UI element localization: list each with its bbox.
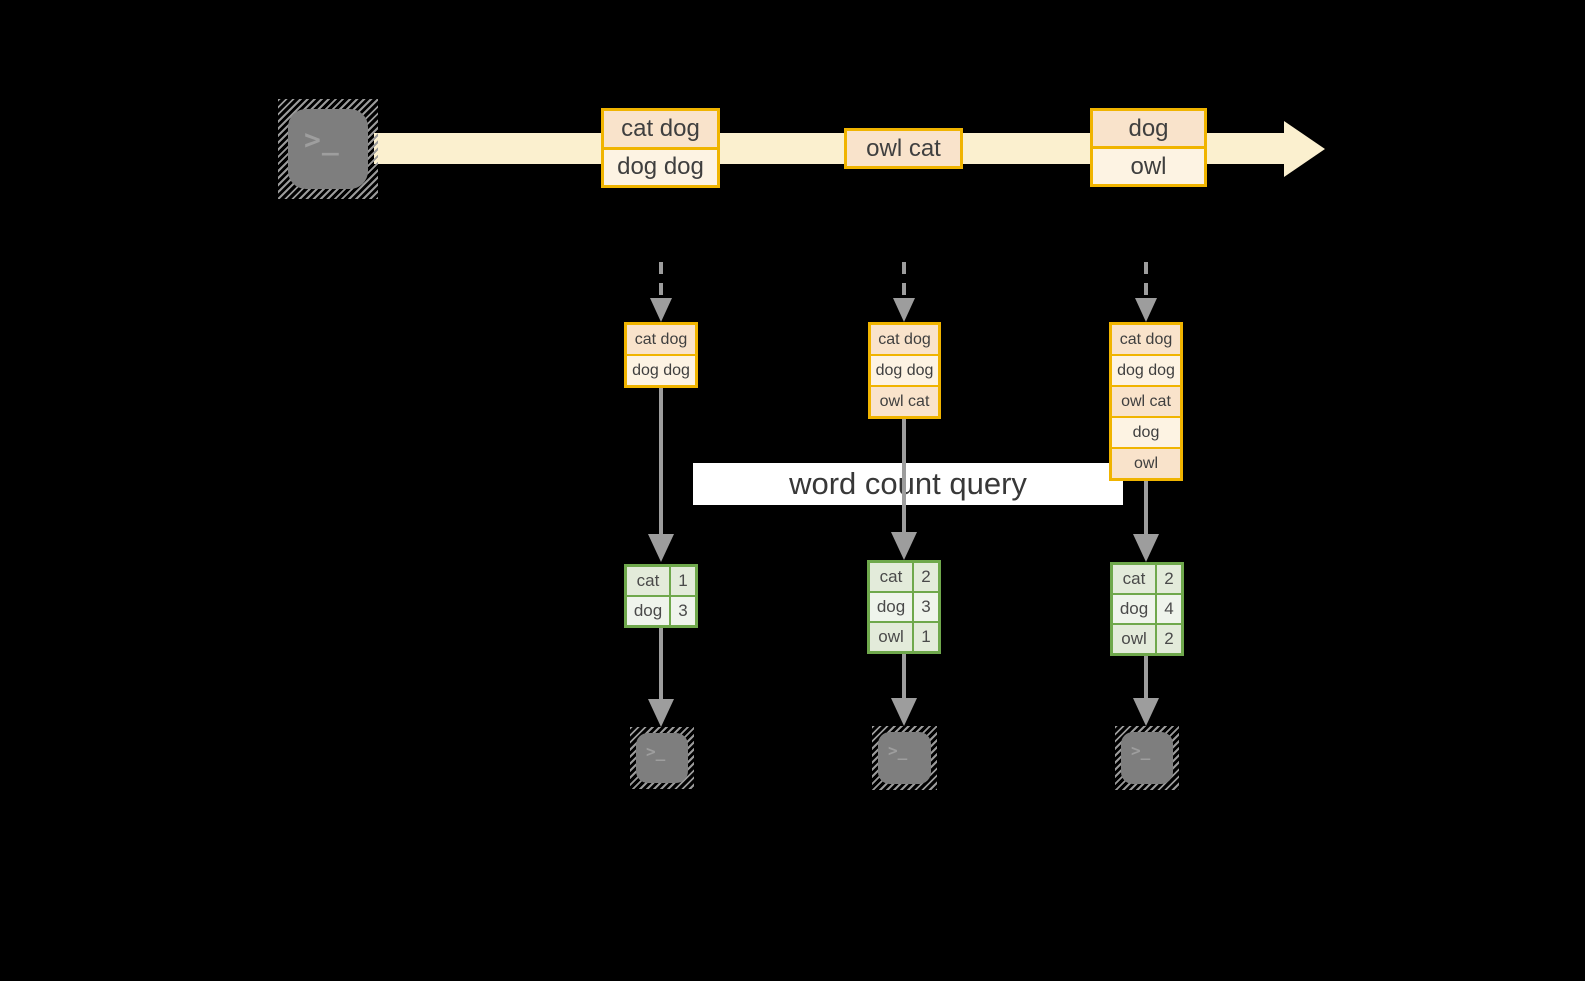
- dashed-arrow-line: [902, 262, 906, 300]
- terminal-prompt-glyph: >_: [304, 123, 340, 156]
- state-box-3: cat dog dog dog owl cat dog owl: [1109, 322, 1183, 481]
- terminal-prompt-glyph: >_: [1131, 741, 1151, 760]
- terminal-prompt-glyph: >_: [888, 741, 908, 760]
- count-value: 2: [1157, 565, 1181, 593]
- state-record: cat dog: [627, 325, 695, 354]
- count-value: 3: [671, 597, 695, 625]
- count-word: dog: [1113, 595, 1155, 623]
- stream-record: dog: [1093, 111, 1204, 146]
- dashed-arrowhead-icon: [893, 298, 915, 322]
- count-value: 2: [914, 563, 938, 591]
- count-table-3: cat 2 dog 4 owl 2: [1110, 562, 1184, 656]
- query-label: word count query: [693, 463, 1123, 505]
- count-word: dog: [870, 593, 912, 621]
- state-record: owl: [1112, 449, 1180, 478]
- state-box-2: cat dog dog dog owl cat: [868, 322, 941, 419]
- count-word: owl: [870, 623, 912, 651]
- arrow-line: [902, 654, 906, 698]
- terminal-body: >_: [878, 732, 931, 784]
- count-value: 1: [671, 567, 695, 595]
- count-word: cat: [1113, 565, 1155, 593]
- stream-record: cat dog: [604, 111, 717, 147]
- source-terminal-icon: >_: [278, 99, 378, 199]
- dashed-arrow-line: [659, 262, 663, 300]
- state-record: owl cat: [1112, 387, 1180, 416]
- arrowhead-icon: [648, 534, 674, 562]
- terminal-body: >_: [1121, 732, 1173, 784]
- sink-terminal-icon: >_: [872, 726, 937, 790]
- state-record: dog: [1112, 418, 1180, 447]
- dashed-arrow-line: [1144, 262, 1148, 300]
- state-record: cat dog: [871, 325, 938, 354]
- count-table-1: cat 1 dog 3: [624, 564, 698, 628]
- arrow-line: [902, 418, 906, 532]
- arrow-line: [1144, 656, 1148, 698]
- dashed-arrowhead-icon: [650, 298, 672, 322]
- count-word: owl: [1113, 625, 1155, 653]
- terminal-body: >_: [636, 733, 688, 783]
- arrowhead-icon: [891, 532, 917, 560]
- stream-batch-2: owl cat: [844, 128, 963, 169]
- arrow-line: [659, 628, 663, 699]
- stream-record: owl: [1093, 149, 1204, 184]
- arrowhead-icon: [648, 699, 674, 727]
- stream-batch-3: dog owl: [1090, 108, 1207, 187]
- state-record: dog dog: [1112, 356, 1180, 385]
- terminal-body: >_: [288, 109, 368, 189]
- sink-terminal-icon: >_: [630, 727, 694, 789]
- count-word: cat: [870, 563, 912, 591]
- arrowhead-icon: [1133, 534, 1159, 562]
- stream-batch-1: cat dog dog dog: [601, 108, 720, 188]
- dashed-arrowhead-icon: [1135, 298, 1157, 322]
- count-value: 3: [914, 593, 938, 621]
- sink-terminal-icon: >_: [1115, 726, 1179, 790]
- terminal-prompt-glyph: >_: [646, 742, 666, 761]
- count-value: 4: [1157, 595, 1181, 623]
- state-record: dog dog: [871, 356, 938, 385]
- arrowhead-icon: [1133, 698, 1159, 726]
- count-word: dog: [627, 597, 669, 625]
- arrow-line: [1144, 481, 1148, 534]
- count-word: cat: [627, 567, 669, 595]
- count-table-2: cat 2 dog 3 owl 1: [867, 560, 941, 654]
- state-record: owl cat: [871, 387, 938, 416]
- state-record: cat dog: [1112, 325, 1180, 354]
- arrow-line: [659, 387, 663, 534]
- count-value: 1: [914, 623, 938, 651]
- stream-record: dog dog: [604, 149, 717, 185]
- state-box-1: cat dog dog dog: [624, 322, 698, 388]
- count-value: 2: [1157, 625, 1181, 653]
- stream-arrowhead-icon: [1284, 121, 1325, 177]
- arrowhead-icon: [891, 698, 917, 726]
- state-record: dog dog: [627, 356, 695, 385]
- stream-record: owl cat: [847, 131, 960, 166]
